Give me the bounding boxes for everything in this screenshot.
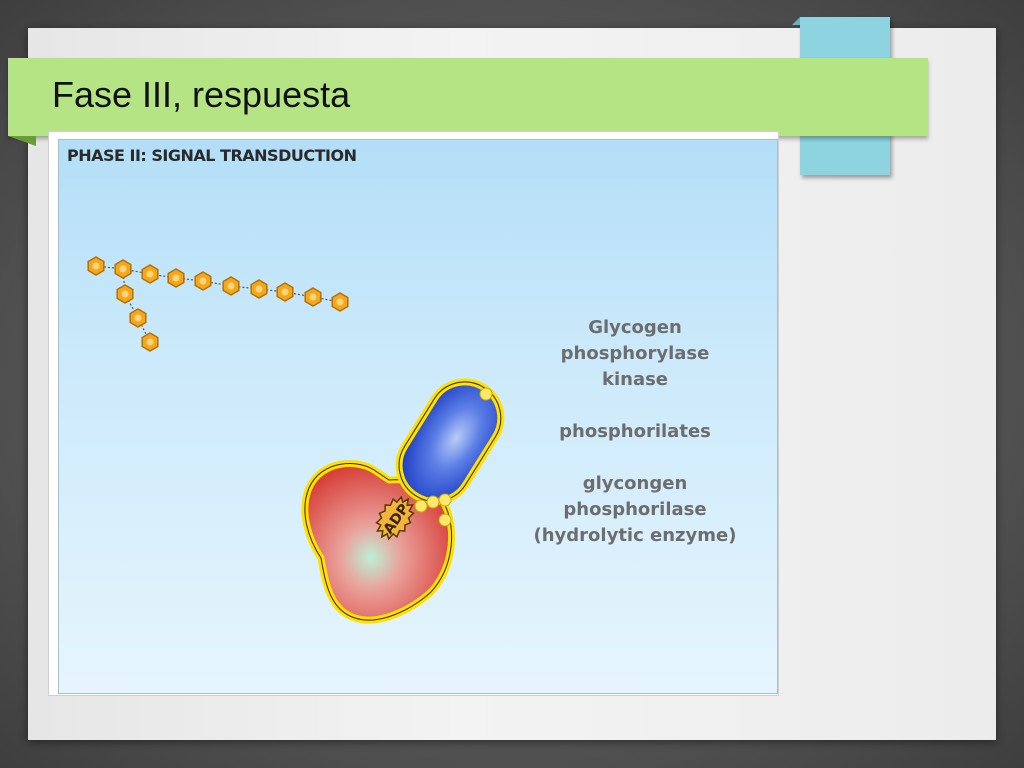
- slide-title: Fase III, respuesta: [52, 74, 351, 115]
- glucose-unit-center: [146, 338, 154, 346]
- blue-subunit: [395, 378, 505, 505]
- glucose-unit-center: [336, 298, 344, 306]
- glucose-unit-center: [146, 270, 154, 278]
- glucose-unit-center: [121, 290, 129, 298]
- figure-frame: PHASE II: SIGNAL TRANSDUCTION: [48, 131, 779, 696]
- glucose-unit-center: [92, 262, 100, 270]
- desc-target-line-1: glycongen: [582, 473, 688, 494]
- glucose-unit-center: [119, 265, 127, 273]
- description-text: Glycogen phosphorylase kinase phosphoril…: [515, 315, 755, 549]
- diagram-illustration: ADP: [87, 256, 505, 624]
- glucose-unit-center: [255, 285, 263, 293]
- glucose-unit-center: [199, 277, 207, 285]
- desc-target-line-3: (hydrolytic enzyme): [533, 525, 737, 546]
- glucose-unit-center: [309, 293, 317, 301]
- desc-enzyme-line-3: kinase: [601, 369, 669, 390]
- desc-enzyme-line-1: Glycogen: [588, 317, 682, 338]
- glucose-unit-center: [281, 288, 289, 296]
- phosphate-links: [414, 493, 452, 527]
- desc-enzyme-line-2: phosphorylase: [560, 343, 710, 364]
- figure-panel: PHASE II: SIGNAL TRANSDUCTION: [58, 139, 778, 694]
- glucose-unit-center: [227, 282, 235, 290]
- glucose-unit-center: [134, 314, 142, 322]
- glucose-units: [87, 256, 349, 352]
- phosphate-dot: [479, 387, 493, 401]
- glycogen-chain: [95, 265, 341, 343]
- title-band: Fase III, respuesta: [8, 58, 928, 146]
- glucose-unit-center: [172, 274, 180, 282]
- desc-action-line: phosphorilates: [559, 421, 711, 442]
- desc-target-line-2: phosphorilase: [563, 499, 707, 520]
- phase-label: PHASE II: SIGNAL TRANSDUCTION: [67, 146, 357, 165]
